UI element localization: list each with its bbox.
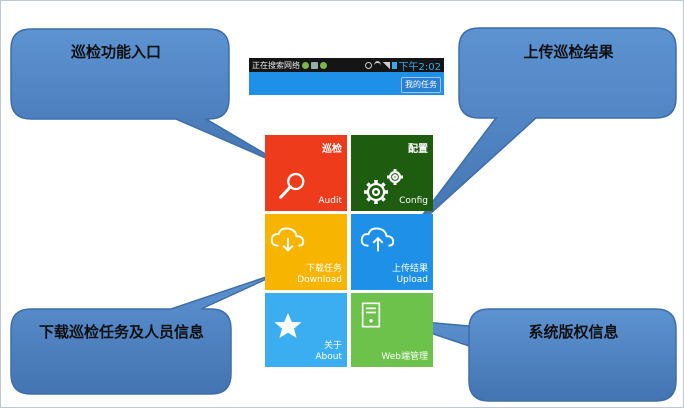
tile-upload[interactable]: 上传结果 Upload xyxy=(351,214,433,290)
callout-download-tasks-label: 下载巡检任务及人员信息 xyxy=(38,323,204,341)
gears-icon xyxy=(364,169,403,204)
tile-config-cn-label: 配置 xyxy=(408,144,428,155)
tile-audit-en-label: Audit xyxy=(318,196,342,206)
tile-about-cn-label: 关于 xyxy=(323,341,342,351)
tile-audit[interactable]: 巡检 Audit xyxy=(265,135,347,211)
tile-web-management-label: Web端管理 xyxy=(381,352,428,362)
callout-copyright-label: 系统版权信息 xyxy=(528,323,619,341)
tile-about-en-label: About xyxy=(315,352,342,362)
tile-audit-cn-label: 巡检 xyxy=(322,144,342,155)
callout-download-tasks-shape xyxy=(10,270,285,395)
callout-audit-entry-shape xyxy=(10,28,292,170)
phone-header: 正在搜索网络 下午2:02 我的任务 xyxy=(249,58,444,95)
server-icon xyxy=(361,302,381,328)
cloud-upload-icon xyxy=(360,227,395,252)
battery-icon xyxy=(391,61,397,69)
tile-config-en-label: Config xyxy=(399,196,428,206)
callout-audit-entry-label: 巡检功能入口 xyxy=(70,43,161,61)
tile-download-cn-label: 下载任务 xyxy=(305,264,342,274)
callout-upload-results-label: 上传巡检结果 xyxy=(523,43,614,61)
location-icon xyxy=(364,61,372,69)
cloud-download-icon xyxy=(270,227,305,252)
tile-download-en-label: Download xyxy=(297,275,342,285)
signal-icon xyxy=(382,61,390,69)
wechat-icon xyxy=(302,61,309,69)
tile-about[interactable]: 关于 About xyxy=(265,293,347,367)
callout-upload-results-shape xyxy=(408,27,677,234)
network-status-text: 正在搜索网络 xyxy=(252,60,300,70)
chat-icon xyxy=(320,61,327,69)
tile-upload-cn-label: 上传结果 xyxy=(391,264,428,274)
tile-upload-en-label: Upload xyxy=(396,275,428,285)
notification-icon xyxy=(311,61,318,69)
action-bar: 我的任务 xyxy=(249,72,444,95)
tile-download[interactable]: 下载任务 Download xyxy=(265,214,347,290)
tile-config[interactable]: 配置 Config xyxy=(351,135,433,211)
status-time: 下午2:02 xyxy=(398,61,441,73)
my-task-button[interactable]: 我的任务 xyxy=(401,77,441,93)
wifi-icon xyxy=(373,60,381,70)
status-bar: 正在搜索网络 下午2:02 xyxy=(249,58,444,73)
tile-web-management[interactable]: Web端管理 xyxy=(351,293,433,367)
star-icon xyxy=(274,313,302,338)
magnifier-icon xyxy=(279,172,305,199)
